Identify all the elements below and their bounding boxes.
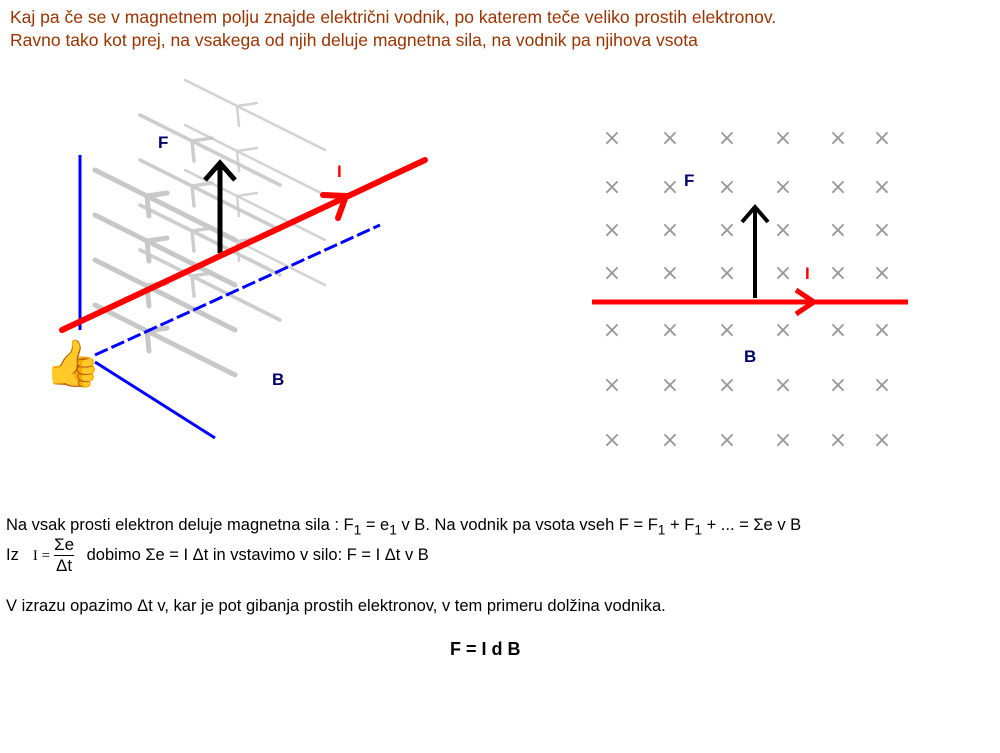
field-x-mark: ×	[873, 373, 891, 398]
equation-line-3: V izrazu opazimo Δt v, kar je pot gibanj…	[6, 597, 666, 615]
field-x-mark: ×	[774, 428, 792, 453]
field-x-mark: ×	[603, 126, 621, 151]
final-formula: F = I d B	[450, 639, 521, 659]
field-x-mark: ×	[661, 218, 679, 243]
field-x-mark: ×	[718, 428, 736, 453]
field-line	[138, 158, 282, 232]
field-x-mark: ×	[661, 428, 679, 453]
field-line	[183, 168, 327, 242]
text-part: + ... = Σe v B	[702, 516, 802, 534]
current-symbol: I =	[32, 547, 51, 564]
field-x-mark: ×	[829, 218, 847, 243]
label-i-3d: I	[337, 162, 342, 181]
field-x-mark: ×	[829, 318, 847, 343]
field-x-mark: ×	[718, 175, 736, 200]
field-x-mark: ×	[718, 261, 736, 286]
label-b-2d: B	[744, 347, 757, 366]
field-line	[92, 302, 238, 378]
axis-dashed	[94, 223, 381, 357]
field-into-page-grid: × × × × × × × × × × × × × × × × × × × × × × × × × × × × × × × × × × × × × × × ×…	[603, 126, 891, 453]
field-line	[138, 203, 282, 277]
field-x-mark: ×	[603, 261, 621, 286]
field-x-mark: ×	[774, 126, 792, 151]
label-f-2d: F	[684, 171, 695, 190]
force-arrow-2d	[740, 203, 770, 298]
force-arrow-3d	[203, 159, 237, 253]
field-line	[138, 248, 282, 322]
field-x-mark: ×	[774, 218, 792, 243]
field-x-mark: ×	[829, 261, 847, 286]
subscript: 1	[657, 522, 666, 538]
field-line	[92, 257, 238, 333]
subscript: 1	[353, 522, 362, 538]
field-x-mark: ×	[603, 218, 621, 243]
field-x-mark: ×	[873, 175, 891, 200]
label-i-2d: I	[805, 264, 810, 283]
field-x-mark: ×	[661, 373, 679, 398]
text-part: = e	[361, 516, 390, 534]
field-x-mark: ×	[829, 175, 847, 200]
current-arrow-3d	[59, 157, 428, 333]
field-x-mark: ×	[603, 175, 621, 200]
field-x-mark: ×	[873, 261, 891, 286]
label-f-3d: F	[158, 133, 169, 152]
field-x-mark: ×	[829, 428, 847, 453]
field-line	[183, 123, 327, 197]
field-x-mark: ×	[718, 318, 736, 343]
field-x-mark: ×	[774, 318, 792, 343]
field-line	[138, 113, 282, 187]
text-part: Na vsak prosti elektron deluje magnetna …	[6, 516, 354, 534]
field-x-mark: ×	[603, 318, 621, 343]
field-x-mark: ×	[873, 218, 891, 243]
field-x-mark: ×	[718, 218, 736, 243]
thumb-up-icon: 👍	[44, 337, 102, 389]
field-x-mark: ×	[774, 373, 792, 398]
field-x-mark: ×	[873, 126, 891, 151]
field-x-mark: ×	[873, 428, 891, 453]
field-x-mark: ×	[774, 175, 792, 200]
field-x-mark: ×	[661, 126, 679, 151]
text-part: + F	[665, 516, 695, 534]
field-x-mark: ×	[829, 373, 847, 398]
text-part: dobimo Σe = I Δt in vstavimo v silo: F =…	[86, 545, 429, 564]
subscript: 1	[389, 522, 397, 538]
text-part: v B. Na vodnik pa vsota vseh F = F	[396, 516, 658, 534]
current-arrow-2d	[592, 287, 908, 317]
axis-bottom	[94, 360, 216, 440]
label-b-3d: B	[272, 370, 285, 389]
subscript: 1	[694, 522, 702, 538]
field-line	[92, 212, 238, 288]
field-lines-3d	[92, 78, 327, 378]
numerator: Σe	[54, 535, 75, 556]
text-part: Iz	[6, 545, 19, 564]
field-x-mark: ×	[774, 261, 792, 286]
field-x-mark: ×	[603, 373, 621, 398]
intro-line-2: Ravno tako kot prej, na vsakega od njih …	[10, 30, 698, 50]
denominator: Δt	[56, 556, 73, 575]
field-x-mark: ×	[603, 428, 621, 453]
field-x-mark: ×	[661, 261, 679, 286]
field-x-mark: ×	[829, 126, 847, 151]
field-x-mark: ×	[718, 126, 736, 151]
field-line	[183, 78, 327, 152]
field-x-mark: ×	[661, 318, 679, 343]
field-x-mark: ×	[661, 175, 679, 200]
field-x-mark: ×	[873, 318, 891, 343]
field-x-mark: ×	[718, 373, 736, 398]
intro-line-1: Kaj pa če se v magnetnem polju znajde el…	[10, 7, 777, 27]
intro-text: Kaj pa če se v magnetnem polju znajde el…	[10, 6, 776, 52]
equation-line-1: Na vsak prosti elektron deluje magnetna …	[6, 516, 801, 537]
